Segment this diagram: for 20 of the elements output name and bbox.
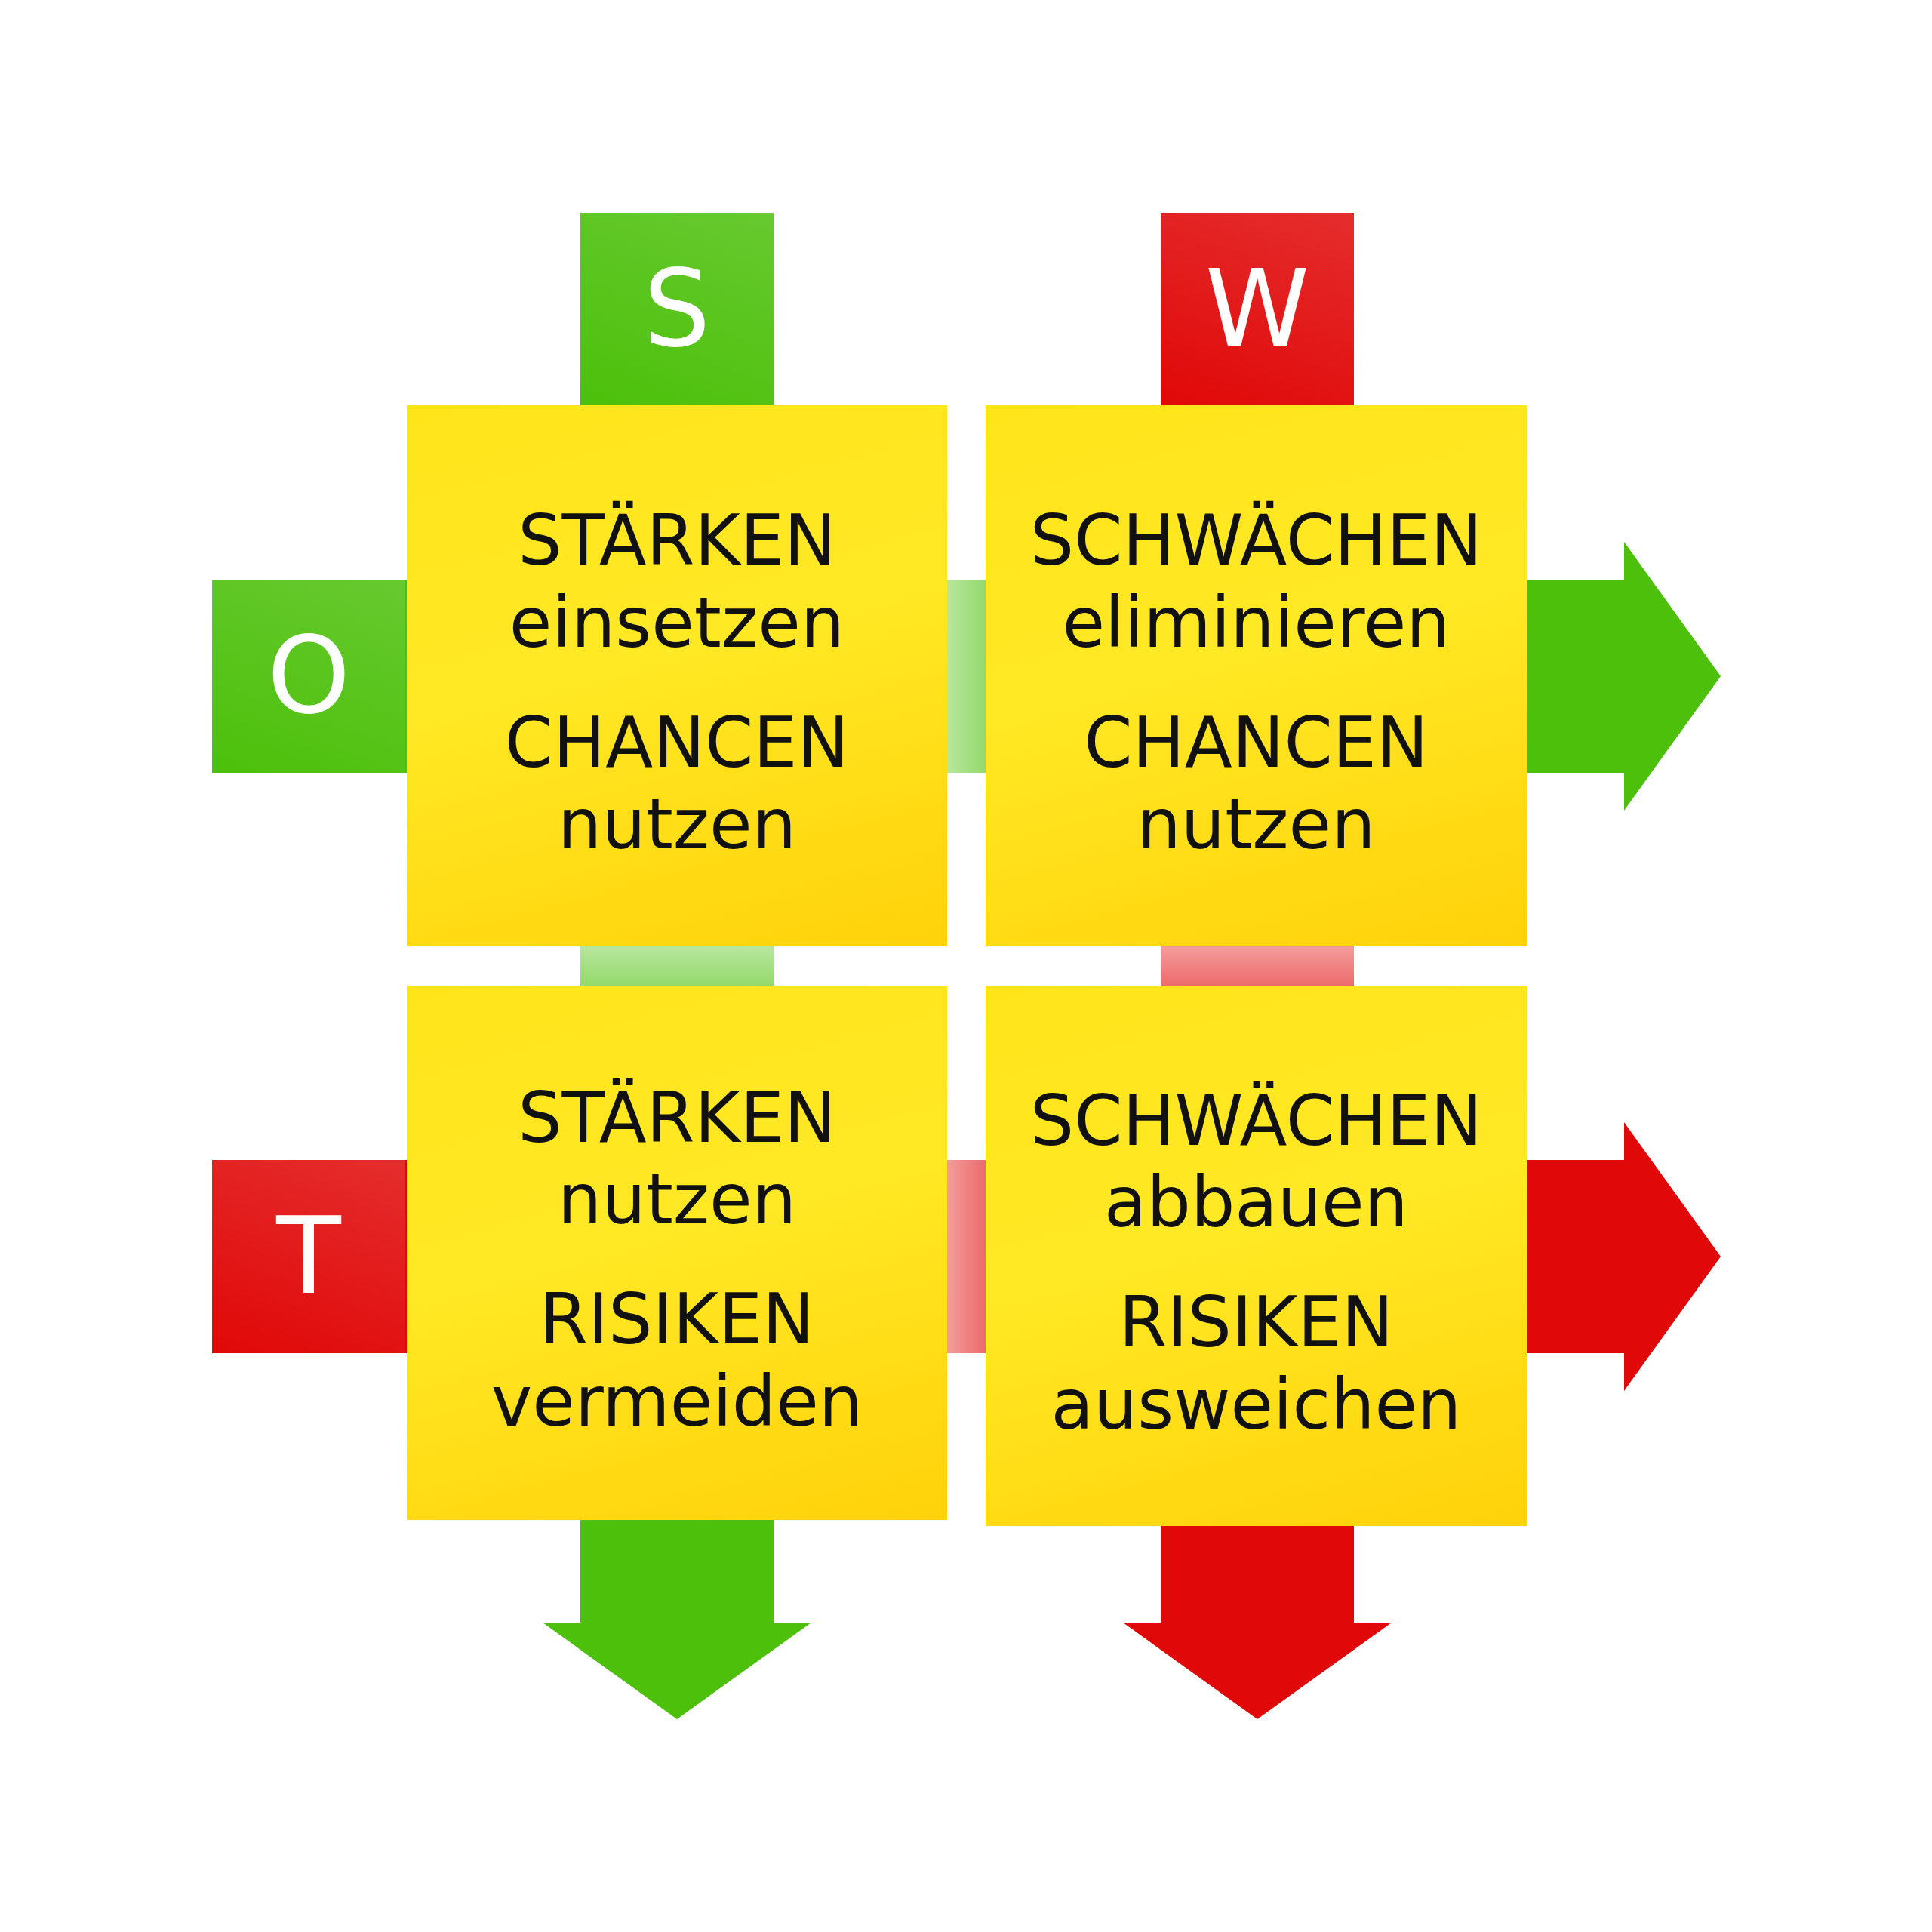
sticky-note <box>407 405 947 946</box>
letter-tile <box>212 580 405 773</box>
note-text: CHANCEN nutzen <box>503 702 851 866</box>
note-text: RISIKEN ausweichen <box>1050 1282 1463 1447</box>
note-text: STÄRKEN einsetzen <box>508 500 846 665</box>
note-text: CHANCEN nutzen <box>1083 702 1429 866</box>
note-text: STÄRKEN nutzen <box>517 1077 837 1241</box>
letter-tile <box>580 213 774 406</box>
letter-tile <box>1161 213 1354 406</box>
note-text: SCHWÄCHEN eliminieren <box>1029 500 1484 665</box>
note-text: RISIKEN vermeiden <box>490 1279 864 1444</box>
tile-letter: T <box>275 1194 343 1319</box>
note-text: SCHWÄCHEN abbauen <box>1029 1080 1484 1244</box>
tile-letter: W <box>1204 247 1311 372</box>
sticky-note <box>407 986 947 1520</box>
sticky-note <box>986 405 1527 946</box>
tile-letter: S <box>642 247 712 372</box>
letter-tile <box>212 1160 405 1353</box>
tile-letter: O <box>266 614 352 739</box>
sticky-note <box>986 986 1527 1526</box>
